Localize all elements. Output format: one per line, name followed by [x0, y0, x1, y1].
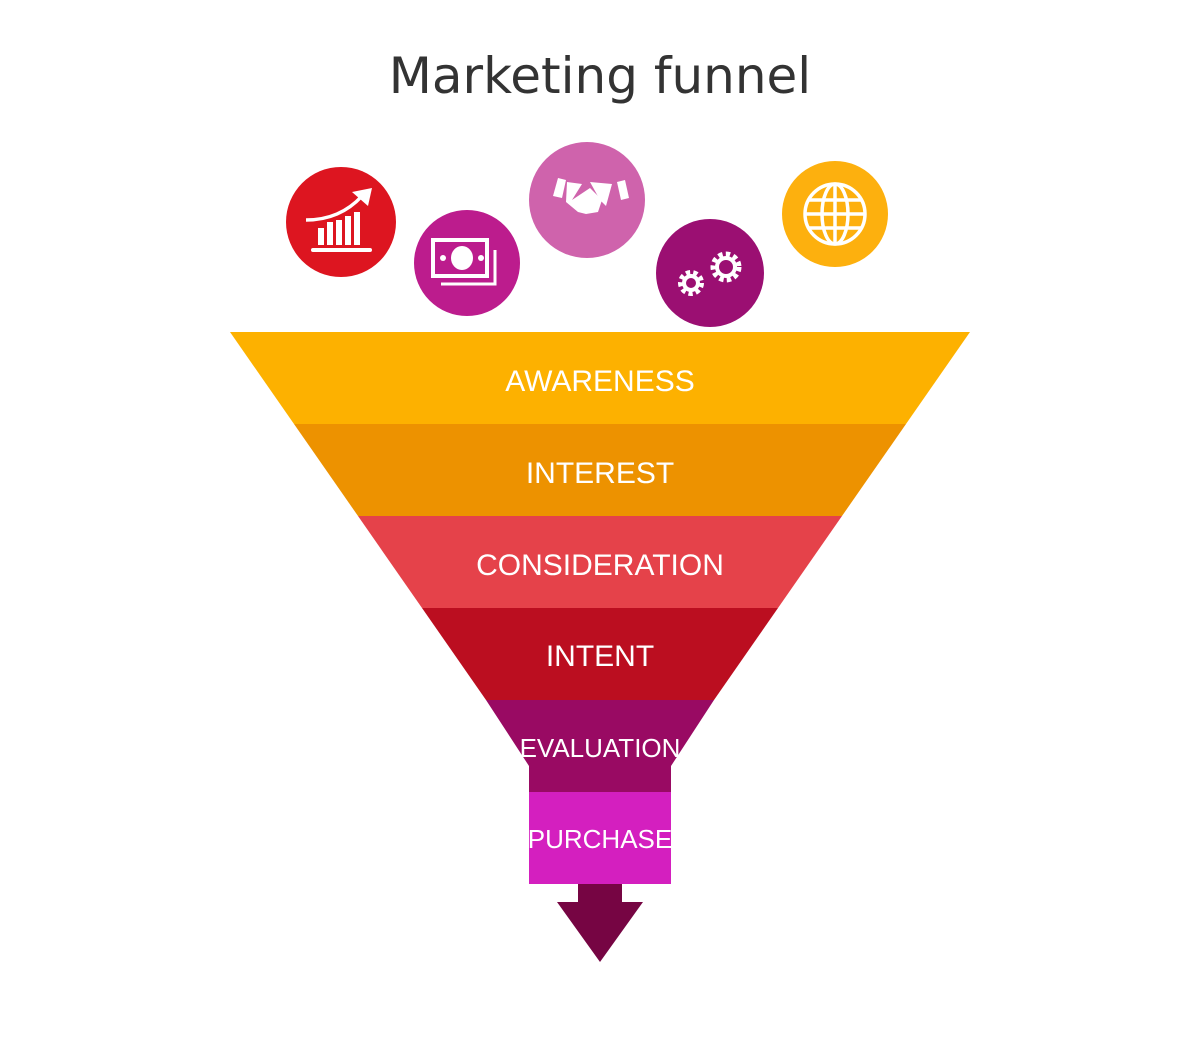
stage-evaluation-label: EVALUATION: [520, 733, 681, 763]
stage-evaluation-band: [486, 700, 714, 792]
stage-interest-band: [294, 424, 906, 516]
money-icon: [414, 210, 520, 316]
stage-purchase-band: [529, 792, 671, 884]
stage-awareness-label: AWARENESS: [505, 365, 694, 398]
growth-chart-icon: [286, 167, 396, 277]
globe-icon: [782, 161, 888, 267]
stage-interest-label: INTEREST: [526, 457, 674, 490]
handshake-icon: [529, 142, 645, 258]
stage-consideration-band: [358, 516, 842, 608]
stage-intent-label: INTENT: [546, 640, 654, 673]
stage-intent-band: [422, 608, 778, 700]
stage-consideration-label: CONSIDERATION: [476, 549, 724, 582]
funnel-output-arrow: [557, 884, 643, 962]
diagram-title: Marketing funnel: [389, 47, 811, 105]
gears-icon: [656, 219, 764, 327]
stage-awareness-band: [230, 332, 970, 424]
stage-purchase-label: PURCHASE: [528, 824, 672, 854]
